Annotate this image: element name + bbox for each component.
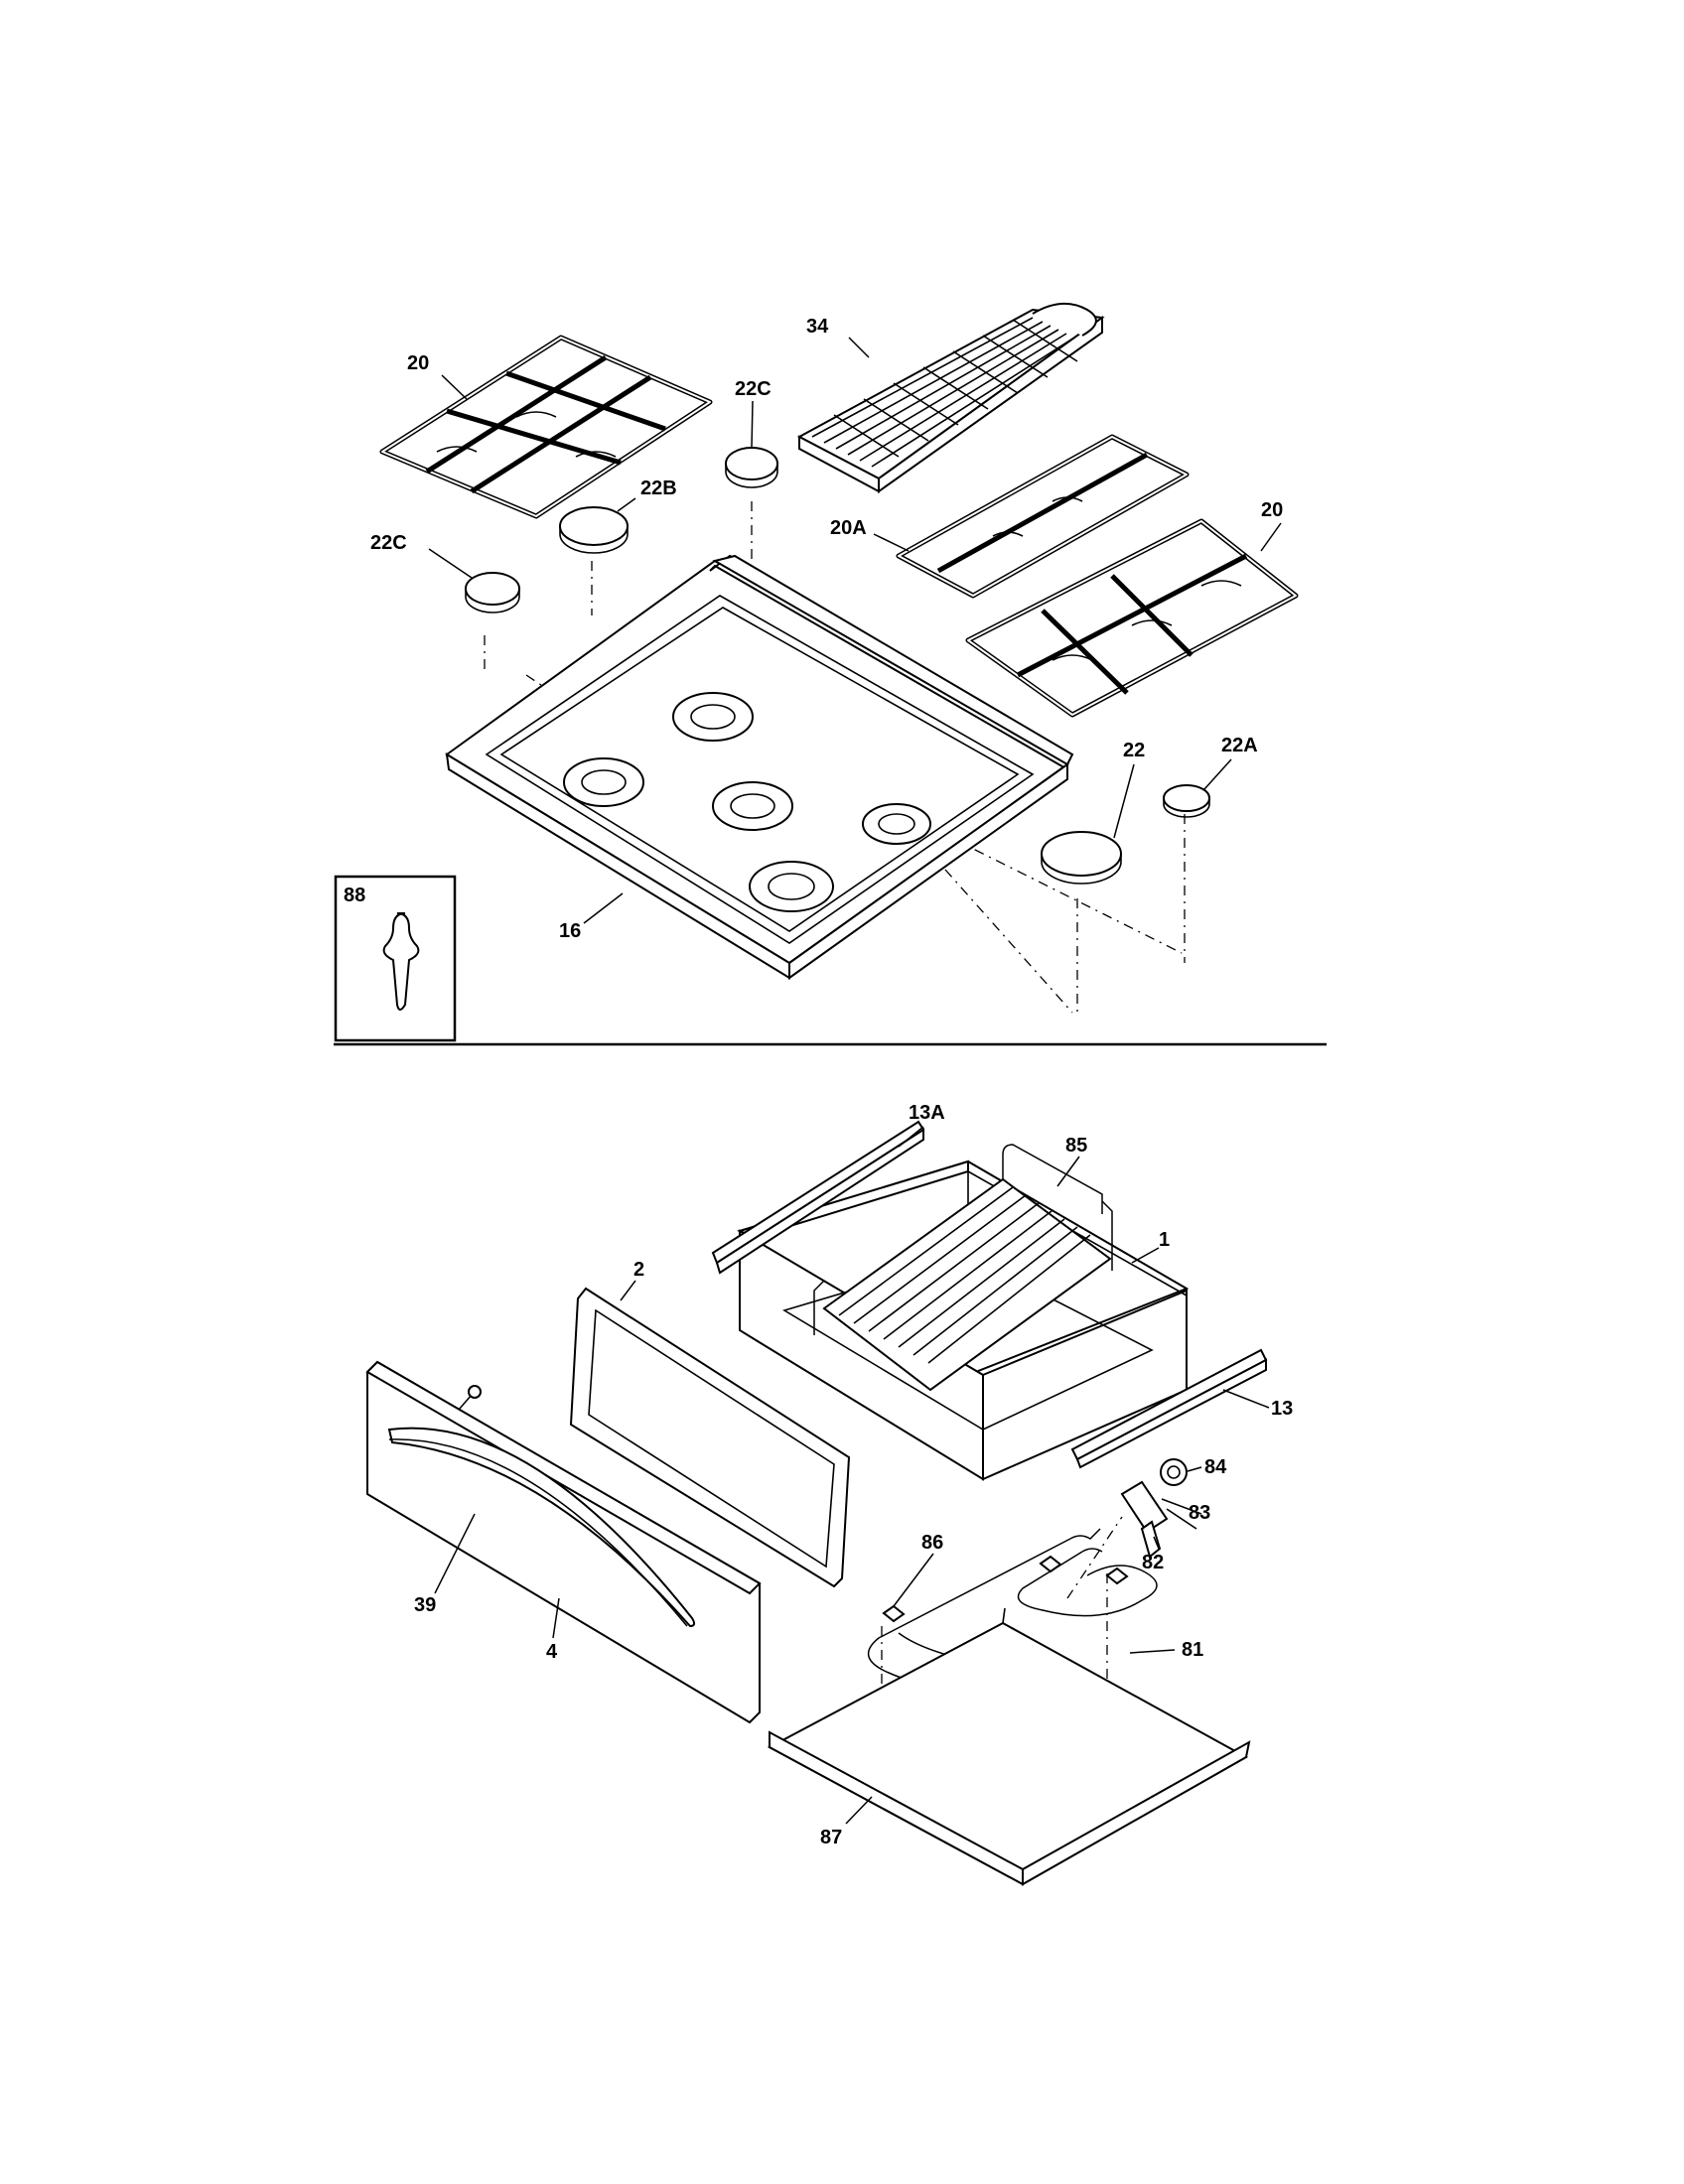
callout-22a: 22A bbox=[1221, 735, 1258, 756]
grate-center-20a bbox=[896, 434, 1190, 599]
leader-lines-bottom bbox=[434, 1126, 1270, 1825]
burner-cap-22c-left bbox=[465, 572, 520, 614]
callout-2: 2 bbox=[633, 1259, 644, 1281]
callout-34: 34 bbox=[806, 316, 829, 338]
burner-cap-22c-top bbox=[725, 447, 778, 488]
burner-cap-22a bbox=[1163, 784, 1210, 818]
thermostat-84 bbox=[1160, 1458, 1188, 1486]
callout-20-left: 20 bbox=[407, 352, 429, 374]
leader-lines-top bbox=[428, 337, 1282, 924]
callout-87: 87 bbox=[820, 1827, 842, 1848]
callout-82: 82 bbox=[1142, 1552, 1164, 1573]
callout-22c-top: 22C bbox=[735, 378, 772, 400]
drawer-front-4 bbox=[365, 1360, 762, 1724]
grate-right-20 bbox=[965, 518, 1299, 718]
bracket-83 bbox=[1120, 1480, 1197, 1534]
drawer-box-1 bbox=[736, 1144, 1190, 1481]
callout-86: 86 bbox=[921, 1532, 943, 1554]
callout-20-right: 20 bbox=[1261, 499, 1283, 521]
slide-13 bbox=[1070, 1348, 1268, 1469]
callout-labels: 20 34 22C 22B 22C 20A 20 22 22A 88 16 13… bbox=[344, 316, 1293, 1848]
griddle-34 bbox=[796, 303, 1105, 493]
callout-4: 4 bbox=[546, 1641, 558, 1663]
callout-16: 16 bbox=[559, 920, 581, 942]
burner-center bbox=[712, 781, 793, 831]
inset-box-88 bbox=[334, 875, 457, 1042]
handle-39 bbox=[387, 1427, 696, 1628]
callout-39: 39 bbox=[414, 1594, 436, 1616]
rack-85 bbox=[813, 1144, 1113, 1392]
callout-88: 88 bbox=[344, 885, 365, 906]
grate-left-20 bbox=[379, 335, 713, 519]
burner-cap-22 bbox=[1041, 831, 1122, 885]
cooktop-16 bbox=[445, 554, 1074, 980]
callout-84: 84 bbox=[1204, 1456, 1227, 1478]
callout-22c-left: 22C bbox=[370, 532, 407, 554]
clip-82 bbox=[1140, 1520, 1162, 1559]
callout-1: 1 bbox=[1159, 1229, 1170, 1251]
burner-left-front bbox=[563, 757, 644, 807]
slide-13a bbox=[711, 1120, 925, 1275]
burner-cap-22b bbox=[559, 506, 629, 554]
callout-20a: 20A bbox=[830, 517, 867, 539]
burner-left-rear bbox=[672, 692, 754, 742]
bottom-tray-87 bbox=[767, 1607, 1251, 1886]
callout-13: 13 bbox=[1271, 1398, 1293, 1420]
callout-22b: 22B bbox=[640, 478, 677, 499]
callout-83: 83 bbox=[1189, 1502, 1210, 1524]
callout-81: 81 bbox=[1182, 1639, 1203, 1661]
burner-right-rear bbox=[862, 803, 931, 845]
burner-right-front bbox=[749, 861, 834, 912]
callout-22: 22 bbox=[1123, 740, 1145, 761]
callout-85: 85 bbox=[1065, 1135, 1087, 1157]
clip-86 bbox=[882, 1604, 906, 1623]
inner-panel-2 bbox=[569, 1287, 851, 1588]
callout-13a: 13A bbox=[909, 1102, 945, 1124]
